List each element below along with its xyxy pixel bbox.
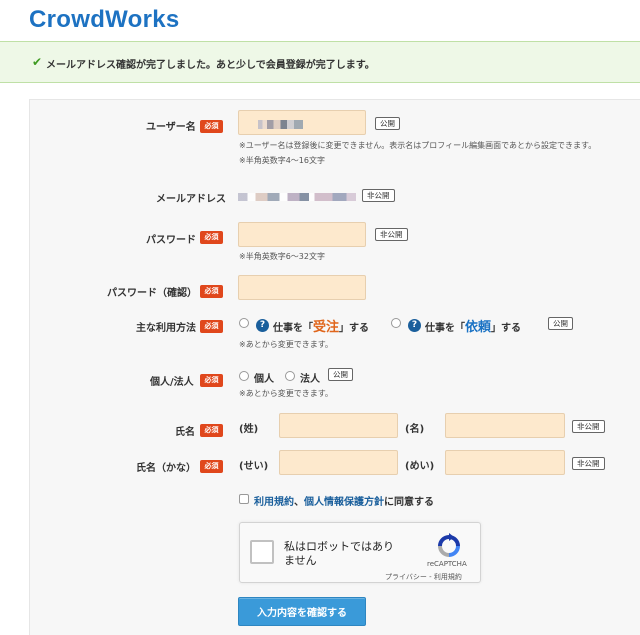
usage-option-request[interactable]: 仕事を「依頼」する — [425, 320, 522, 335]
recaptcha-brand: reCAPTCHA — [427, 560, 467, 568]
entity-radio-individual[interactable] — [239, 371, 249, 381]
visibility-tag: 公開 — [375, 117, 400, 130]
question-icon[interactable]: ? — [256, 319, 269, 332]
entity-option-corporate[interactable]: 法人 — [300, 374, 320, 385]
recaptcha-terms-link[interactable]: 利用規約 — [433, 573, 462, 581]
required-badge: 必須 — [200, 320, 223, 333]
password-confirm-input[interactable] — [238, 275, 366, 300]
visibility-tag: 非公開 — [375, 228, 408, 241]
required-badge: 必須 — [200, 424, 223, 437]
kana-label: 氏名（かな） — [136, 463, 196, 474]
recaptcha-checkbox[interactable] — [250, 540, 274, 564]
first-name-kana-input[interactable] — [445, 450, 565, 475]
username-redacted — [258, 120, 303, 129]
success-notice: ✔ メールアドレス確認が完了しました。あと少しで会員登録が完了します。 — [0, 41, 640, 83]
entity-label: 個人/法人 — [150, 377, 194, 388]
required-badge: 必須 — [200, 231, 223, 244]
usage-option-receive[interactable]: 仕事を「受注」する — [273, 320, 370, 335]
password-note: ※半角英数字6〜32文字 — [239, 252, 325, 261]
entity-option-individual[interactable]: 個人 — [254, 374, 274, 385]
email-label: メールアドレス — [156, 194, 226, 205]
recaptcha-icon — [438, 533, 460, 557]
required-badge: 必須 — [200, 460, 223, 473]
required-badge: 必須 — [200, 374, 223, 387]
username-label: ユーザー名 — [146, 122, 196, 133]
kana-sei-label: (せい) — [239, 461, 269, 472]
confirm-button[interactable]: 入力内容を確認する — [238, 597, 366, 626]
username-length-note: ※半角英数字4〜16文字 — [239, 156, 325, 165]
visibility-tag: 公開 — [548, 317, 573, 330]
email-redacted — [238, 193, 356, 201]
usage-label: 主な利用方法 — [136, 323, 196, 334]
recaptcha-text: 私はロボットではありません — [284, 540, 394, 567]
visibility-tag: 非公開 — [572, 457, 605, 470]
usage-radio-receive[interactable] — [239, 318, 249, 328]
agree-checkbox[interactable] — [239, 494, 249, 504]
visibility-tag: 非公開 — [572, 420, 605, 433]
entity-note: ※あとから変更できます。 — [239, 389, 333, 398]
last-name-kana-input[interactable] — [279, 450, 398, 475]
username-note: ※ユーザー名は登録後に変更できません。表示名はプロフィール編集画面であとから設定… — [239, 141, 597, 150]
terms-link[interactable]: 利用規約 — [254, 497, 294, 508]
usage-note: ※あとから変更できます。 — [239, 340, 333, 349]
password-label: パスワード — [146, 235, 196, 246]
question-icon[interactable]: ? — [408, 319, 421, 332]
privacy-policy-link[interactable]: 個人情報保護方針 — [304, 497, 384, 508]
recaptcha-privacy-link[interactable]: プライバシー — [385, 573, 427, 581]
visibility-tag: 非公開 — [362, 189, 395, 202]
required-badge: 必須 — [200, 285, 223, 298]
crowdworks-logo[interactable]: CrowdWorks — [29, 6, 180, 33]
check-icon: ✔ — [32, 55, 43, 69]
notice-text: メールアドレス確認が完了しました。あと少しで会員登録が完了します。 — [46, 60, 375, 71]
password-input[interactable] — [238, 222, 366, 247]
password-confirm-label: パスワード（確認） — [107, 288, 197, 299]
name-sei-label: (姓) — [239, 424, 259, 435]
first-name-input[interactable] — [445, 413, 565, 438]
last-name-input[interactable] — [279, 413, 398, 438]
usage-radio-request[interactable] — [391, 318, 401, 328]
agree-text: 利用規約、個人情報保護方針に同意する — [254, 497, 434, 508]
visibility-tag: 公開 — [328, 368, 353, 381]
name-mei-label: (名) — [405, 424, 425, 435]
recaptcha-widget: 私はロボットではありません reCAPTCHA プライバシー - 利用規約 — [239, 522, 481, 583]
recaptcha-links: プライバシー - 利用規約 — [385, 573, 462, 581]
required-badge: 必須 — [200, 120, 223, 133]
name-label: 氏名 — [175, 427, 195, 438]
kana-mei-label: (めい) — [405, 461, 435, 472]
entity-radio-corporate[interactable] — [285, 371, 295, 381]
